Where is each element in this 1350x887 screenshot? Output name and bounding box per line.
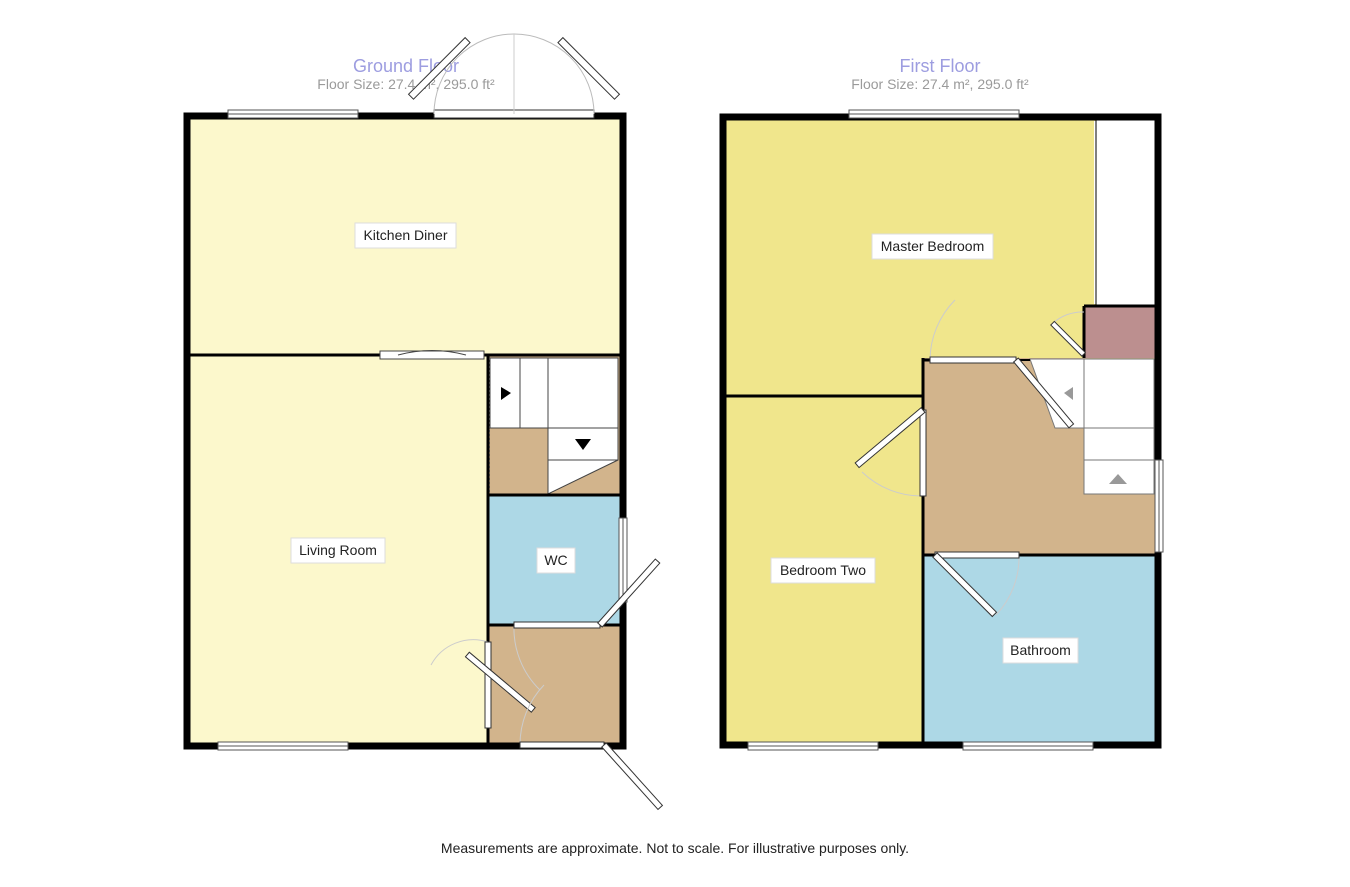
bedroom-two-label: Bedroom Two — [780, 562, 866, 578]
first-windows — [747, 109, 1164, 751]
disclaimer-note: Measurements are approximate. Not to sca… — [440, 840, 910, 856]
first-staircase — [1029, 358, 1155, 495]
kitchen-patio-doors — [407, 33, 621, 119]
master-bedroom-label: Master Bedroom — [881, 238, 984, 254]
wc-label: WC — [544, 552, 567, 568]
first-floor-title: First Floor Floor Size: 27.4 m², 295.0 f… — [790, 56, 1090, 93]
label-master-bedroom: Master Bedroom — [871, 233, 994, 260]
master-bedroom-door — [929, 299, 1075, 429]
living-room-label: Living Room — [299, 542, 377, 558]
bedroom-two-door — [854, 406, 927, 497]
label-kitchen-diner: Kitchen Diner — [354, 222, 457, 249]
ground-interior-walls — [188, 353, 622, 745]
ground-staircase — [488, 357, 619, 495]
stair-arrow-left-icon — [1064, 387, 1073, 400]
first-floor-size: Floor Size: 27.4 m², 295.0 ft² — [851, 76, 1029, 92]
airing-cupboard — [1084, 306, 1158, 358]
label-bedroom-two: Bedroom Two — [770, 557, 876, 584]
kitchen-diner-label: Kitchen Diner — [363, 227, 447, 243]
first-floor-plan: Master Bedroom Bedroom Two Bathroom — [719, 109, 1164, 751]
kitchen-living-opening — [379, 350, 485, 360]
entrance-hall — [488, 625, 622, 745]
ground-floor-size: Floor Size: 27.4 m², 295.0 ft² — [317, 76, 495, 92]
first-floor-name: First Floor — [899, 56, 981, 76]
label-bathroom: Bathroom — [1002, 637, 1079, 664]
living-room-door — [430, 639, 536, 729]
wc-door — [513, 558, 661, 691]
label-wc: WC — [536, 547, 576, 574]
stair-arrow-down-icon — [575, 439, 591, 450]
bathroom-label: Bathroom — [1010, 642, 1071, 658]
ground-floor-plan: Kitchen Diner Living Room WC — [183, 33, 664, 811]
ground-outer-walls — [183, 112, 627, 750]
cupboard-door — [1050, 311, 1087, 357]
ground-windows — [217, 109, 628, 751]
bathroom-door — [932, 551, 1020, 618]
label-living-room: Living Room — [290, 537, 386, 564]
stair-arrow-right-icon — [501, 387, 511, 400]
front-door — [519, 684, 664, 811]
stair-arrow-up-icon — [1109, 474, 1127, 484]
